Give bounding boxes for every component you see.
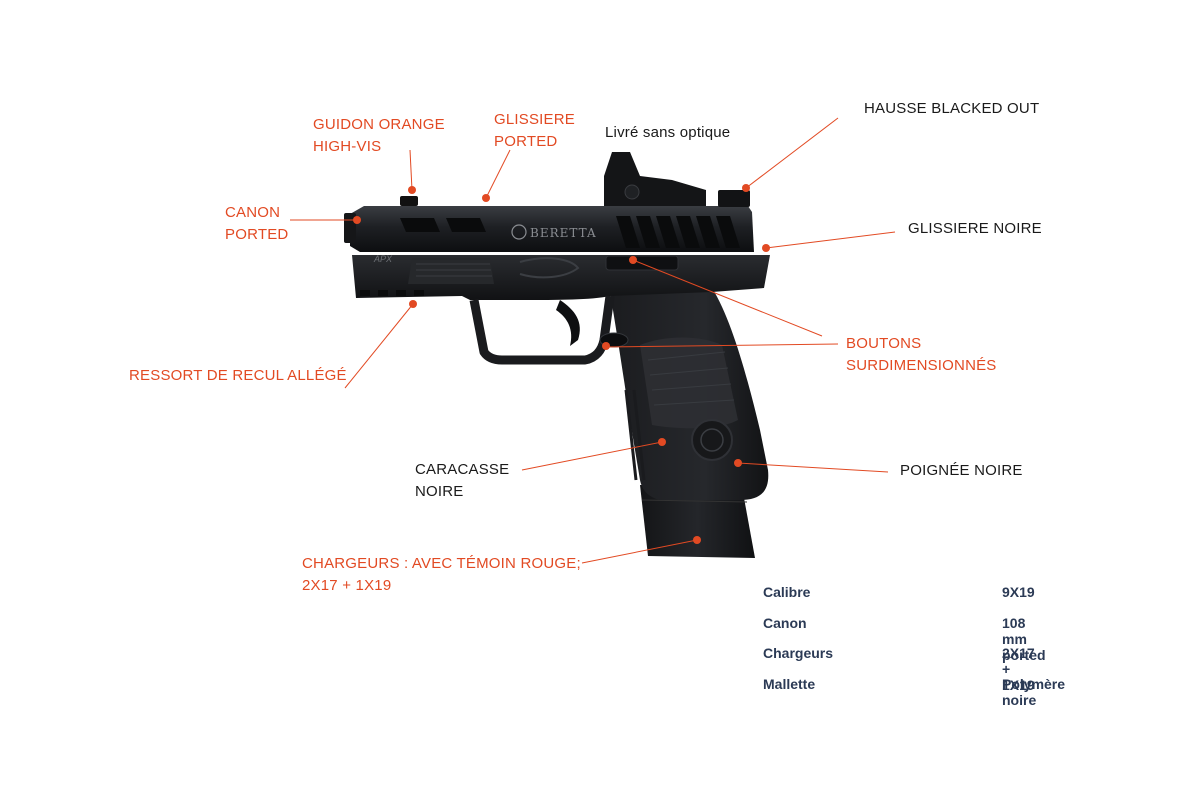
- slide-stop: [605, 255, 679, 271]
- model-marking: APX: [373, 254, 393, 264]
- front-sight: [400, 196, 418, 206]
- callout-line-glissiere-ported: [485, 149, 511, 199]
- magazine: [640, 485, 755, 558]
- label-canon-ported: CANON PORTED: [225, 202, 288, 246]
- callout-line-poignee: [737, 462, 889, 473]
- label-hausse: HAUSSE BLACKED OUT: [864, 98, 1039, 120]
- label-glissiere-noire-text: GLISSIERE NOIRE: [908, 220, 1042, 237]
- label-guidon-line1: GUIDON ORANGE: [313, 116, 445, 133]
- spec-value: Polymère noire: [1002, 675, 1066, 708]
- callout-line-hausse: [745, 117, 839, 189]
- spec-value: 108 mm ported: [1002, 614, 1046, 663]
- callout-line-chargeurs: [581, 539, 698, 564]
- callout-line-carcasse: [521, 441, 663, 471]
- callout-lines: [290, 117, 896, 564]
- spec-label: Calibre: [763, 584, 811, 600]
- spec-label: Mallette: [763, 675, 816, 692]
- label-ressort: RESSORT DE RECUL ALLÉGÉ: [129, 365, 347, 387]
- label-canon-line1: CANON: [225, 204, 281, 221]
- grip-medallion-icon: [691, 419, 733, 461]
- rear-sight: [718, 190, 750, 207]
- label-chargeurs-line2: 2X17 + 1X19: [302, 577, 392, 594]
- red-dot-optic: [604, 152, 706, 206]
- label-boutons-line2: SURDIMENSIONNÉS: [846, 357, 997, 374]
- callout-line-boutons-1: [632, 259, 823, 337]
- trigger-guard: [469, 295, 615, 365]
- label-optique-text: Livré sans optique: [605, 124, 731, 141]
- brand-marking: BERETTA: [530, 226, 597, 240]
- spec-label: Canon: [763, 614, 807, 631]
- label-carcasse-line2: NOIRE: [415, 483, 464, 500]
- rear-serrations: [616, 216, 740, 248]
- label-glissiere-noire: GLISSIERE NOIRE: [908, 218, 1042, 240]
- trigger: [556, 300, 580, 346]
- front-ports: [400, 218, 486, 232]
- label-boutons: BOUTONS SURDIMENSIONNÉS: [846, 333, 997, 377]
- label-carcasse: CARACASSE NOIRE: [415, 459, 509, 503]
- spec-value: 9X19: [1002, 584, 1035, 600]
- label-guidon: GUIDON ORANGE HIGH-VIS: [313, 114, 445, 158]
- label-canon-line2: PORTED: [225, 226, 289, 243]
- label-boutons-line1: BOUTONS: [846, 335, 922, 352]
- label-glissiere-ported: GLISSIERE PORTED: [494, 109, 575, 153]
- brand-logo-icon: [511, 224, 527, 240]
- label-optique: Livré sans optique: [605, 122, 730, 144]
- label-hausse-text: HAUSSE BLACKED OUT: [864, 100, 1040, 117]
- callout-dots: [353, 184, 770, 544]
- spec-label: Chargeurs: [763, 645, 834, 661]
- label-poignee: POIGNÉE NOIRE: [900, 460, 1023, 482]
- callout-line-ressort: [344, 303, 414, 389]
- spec-value: 2X17 + 1X19: [1002, 645, 1035, 693]
- callout-line-glissiere-noire: [765, 231, 896, 249]
- label-guidon-line2: HIGH-VIS: [313, 138, 382, 155]
- callout-line-guidon: [409, 149, 413, 191]
- callout-line-boutons-2: [605, 343, 839, 348]
- label-poignee-text: POIGNÉE NOIRE: [900, 462, 1023, 479]
- label-carcasse-line1: CARACASSE: [415, 461, 510, 478]
- label-glissiere-ported-line1: GLISSIERE: [494, 111, 575, 128]
- label-chargeurs: CHARGEURS : AVEC TÉMOIN ROUGE; 2X17 + 1X…: [302, 553, 581, 597]
- label-ressort-text: RESSORT DE RECUL ALLÉGÉ: [129, 367, 347, 384]
- label-chargeurs-line1: CHARGEURS : AVEC TÉMOIN ROUGE;: [302, 555, 581, 572]
- label-glissiere-ported-line2: PORTED: [494, 133, 558, 150]
